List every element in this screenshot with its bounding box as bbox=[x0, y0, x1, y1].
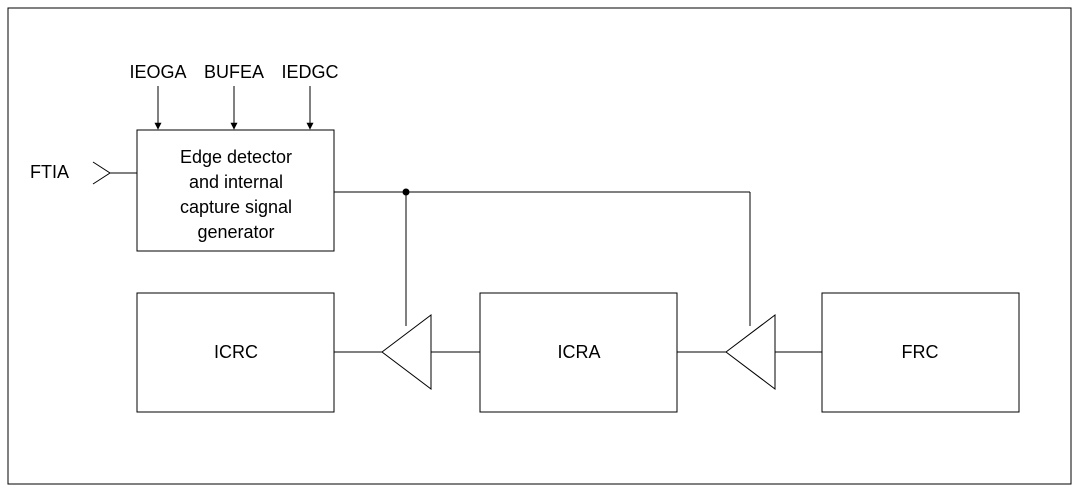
edge-detector-block bbox=[136, 129, 335, 252]
icrc-label: ICRC bbox=[214, 342, 258, 362]
edge-detector-line-2: and internal bbox=[189, 172, 283, 192]
input-pin-symbol bbox=[92, 161, 111, 185]
edge-detector-line-3: capture signal bbox=[180, 197, 292, 217]
input-label-ftia: FTIA bbox=[30, 162, 69, 182]
edge-detector-line-1: Edge detector bbox=[180, 147, 292, 167]
signal-label-iedgc: IEDGC bbox=[281, 62, 338, 82]
icra-label: ICRA bbox=[557, 342, 600, 362]
edge-detector-line-4: generator bbox=[197, 222, 274, 242]
signal-label-bufea: BUFEA bbox=[204, 62, 264, 82]
frc-label: FRC bbox=[902, 342, 939, 362]
buffer-triangle-2 bbox=[725, 313, 776, 391]
signal-label-ieoga: IEOGA bbox=[129, 62, 186, 82]
buffer-triangle-1 bbox=[381, 313, 432, 391]
outer-frame bbox=[7, 7, 1072, 485]
